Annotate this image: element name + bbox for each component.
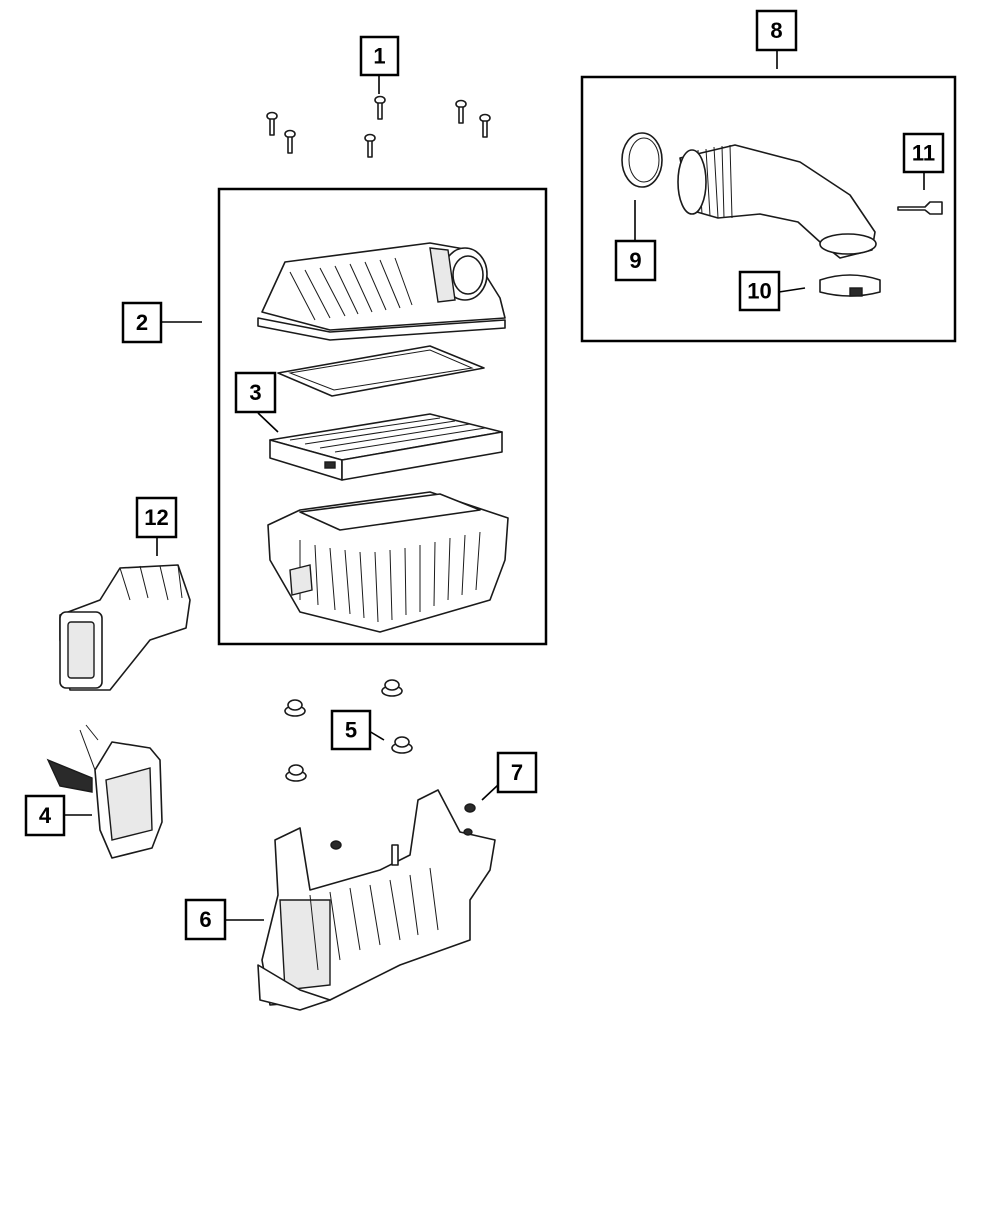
tray-bracket-illustration: [257, 789, 496, 1011]
callout-11[interactable]: 11: [902, 132, 945, 174]
callout-7[interactable]: 7: [496, 751, 538, 794]
callout-5-label: 5: [345, 718, 357, 743]
bolt: [364, 133, 376, 158]
callout-1[interactable]: 1: [359, 35, 400, 77]
bolt: [284, 129, 296, 154]
callout-12[interactable]: 12: [135, 496, 178, 539]
bolts-illustration: [266, 95, 491, 158]
callout-4-label: 4: [39, 803, 52, 828]
bolt: [374, 95, 386, 120]
air-cleaner-housing-illustration: [267, 491, 509, 633]
callout-3-label: 3: [249, 380, 261, 405]
bolt: [479, 113, 491, 138]
inlet-hose-illustration: [621, 132, 943, 297]
callout-2-label: 2: [136, 310, 148, 335]
callout-3[interactable]: 3: [234, 371, 277, 414]
nut: [391, 736, 413, 754]
air-filter-illustration: [269, 413, 503, 481]
air-duct-4-illustration: [46, 724, 163, 859]
nut: [381, 679, 403, 697]
callout-9[interactable]: 9: [614, 239, 657, 282]
air-cleaner-assembly-frame: [217, 187, 548, 646]
callout-4[interactable]: 4: [24, 794, 66, 837]
callout-12-label: 12: [144, 505, 168, 530]
callout-2[interactable]: 2: [121, 301, 163, 344]
cover-seal-illustration: [277, 345, 485, 397]
bolt: [266, 111, 278, 136]
callout-5[interactable]: 5: [330, 709, 372, 751]
callout-10-label: 10: [747, 279, 771, 304]
callout-6-label: 6: [199, 907, 211, 932]
inlet-duct-kit-frame: [580, 75, 957, 343]
callout-8[interactable]: 8: [755, 9, 798, 52]
callout-11-label: 11: [912, 141, 935, 166]
nut: [284, 699, 306, 717]
callout-6[interactable]: 6: [184, 898, 227, 941]
air-cleaner-cover-illustration: [257, 242, 506, 341]
bolt: [455, 99, 467, 124]
callout-8-label: 8: [770, 18, 782, 43]
leader-lines: [64, 50, 925, 921]
callout-10[interactable]: 10: [738, 270, 781, 312]
nuts-illustration: [284, 679, 413, 782]
callout-1-label: 1: [373, 44, 385, 69]
nut: [285, 764, 307, 782]
callout-9-label: 9: [629, 248, 641, 273]
callout-7-label: 7: [511, 760, 523, 785]
air-duct-12-illustration: [59, 564, 191, 691]
